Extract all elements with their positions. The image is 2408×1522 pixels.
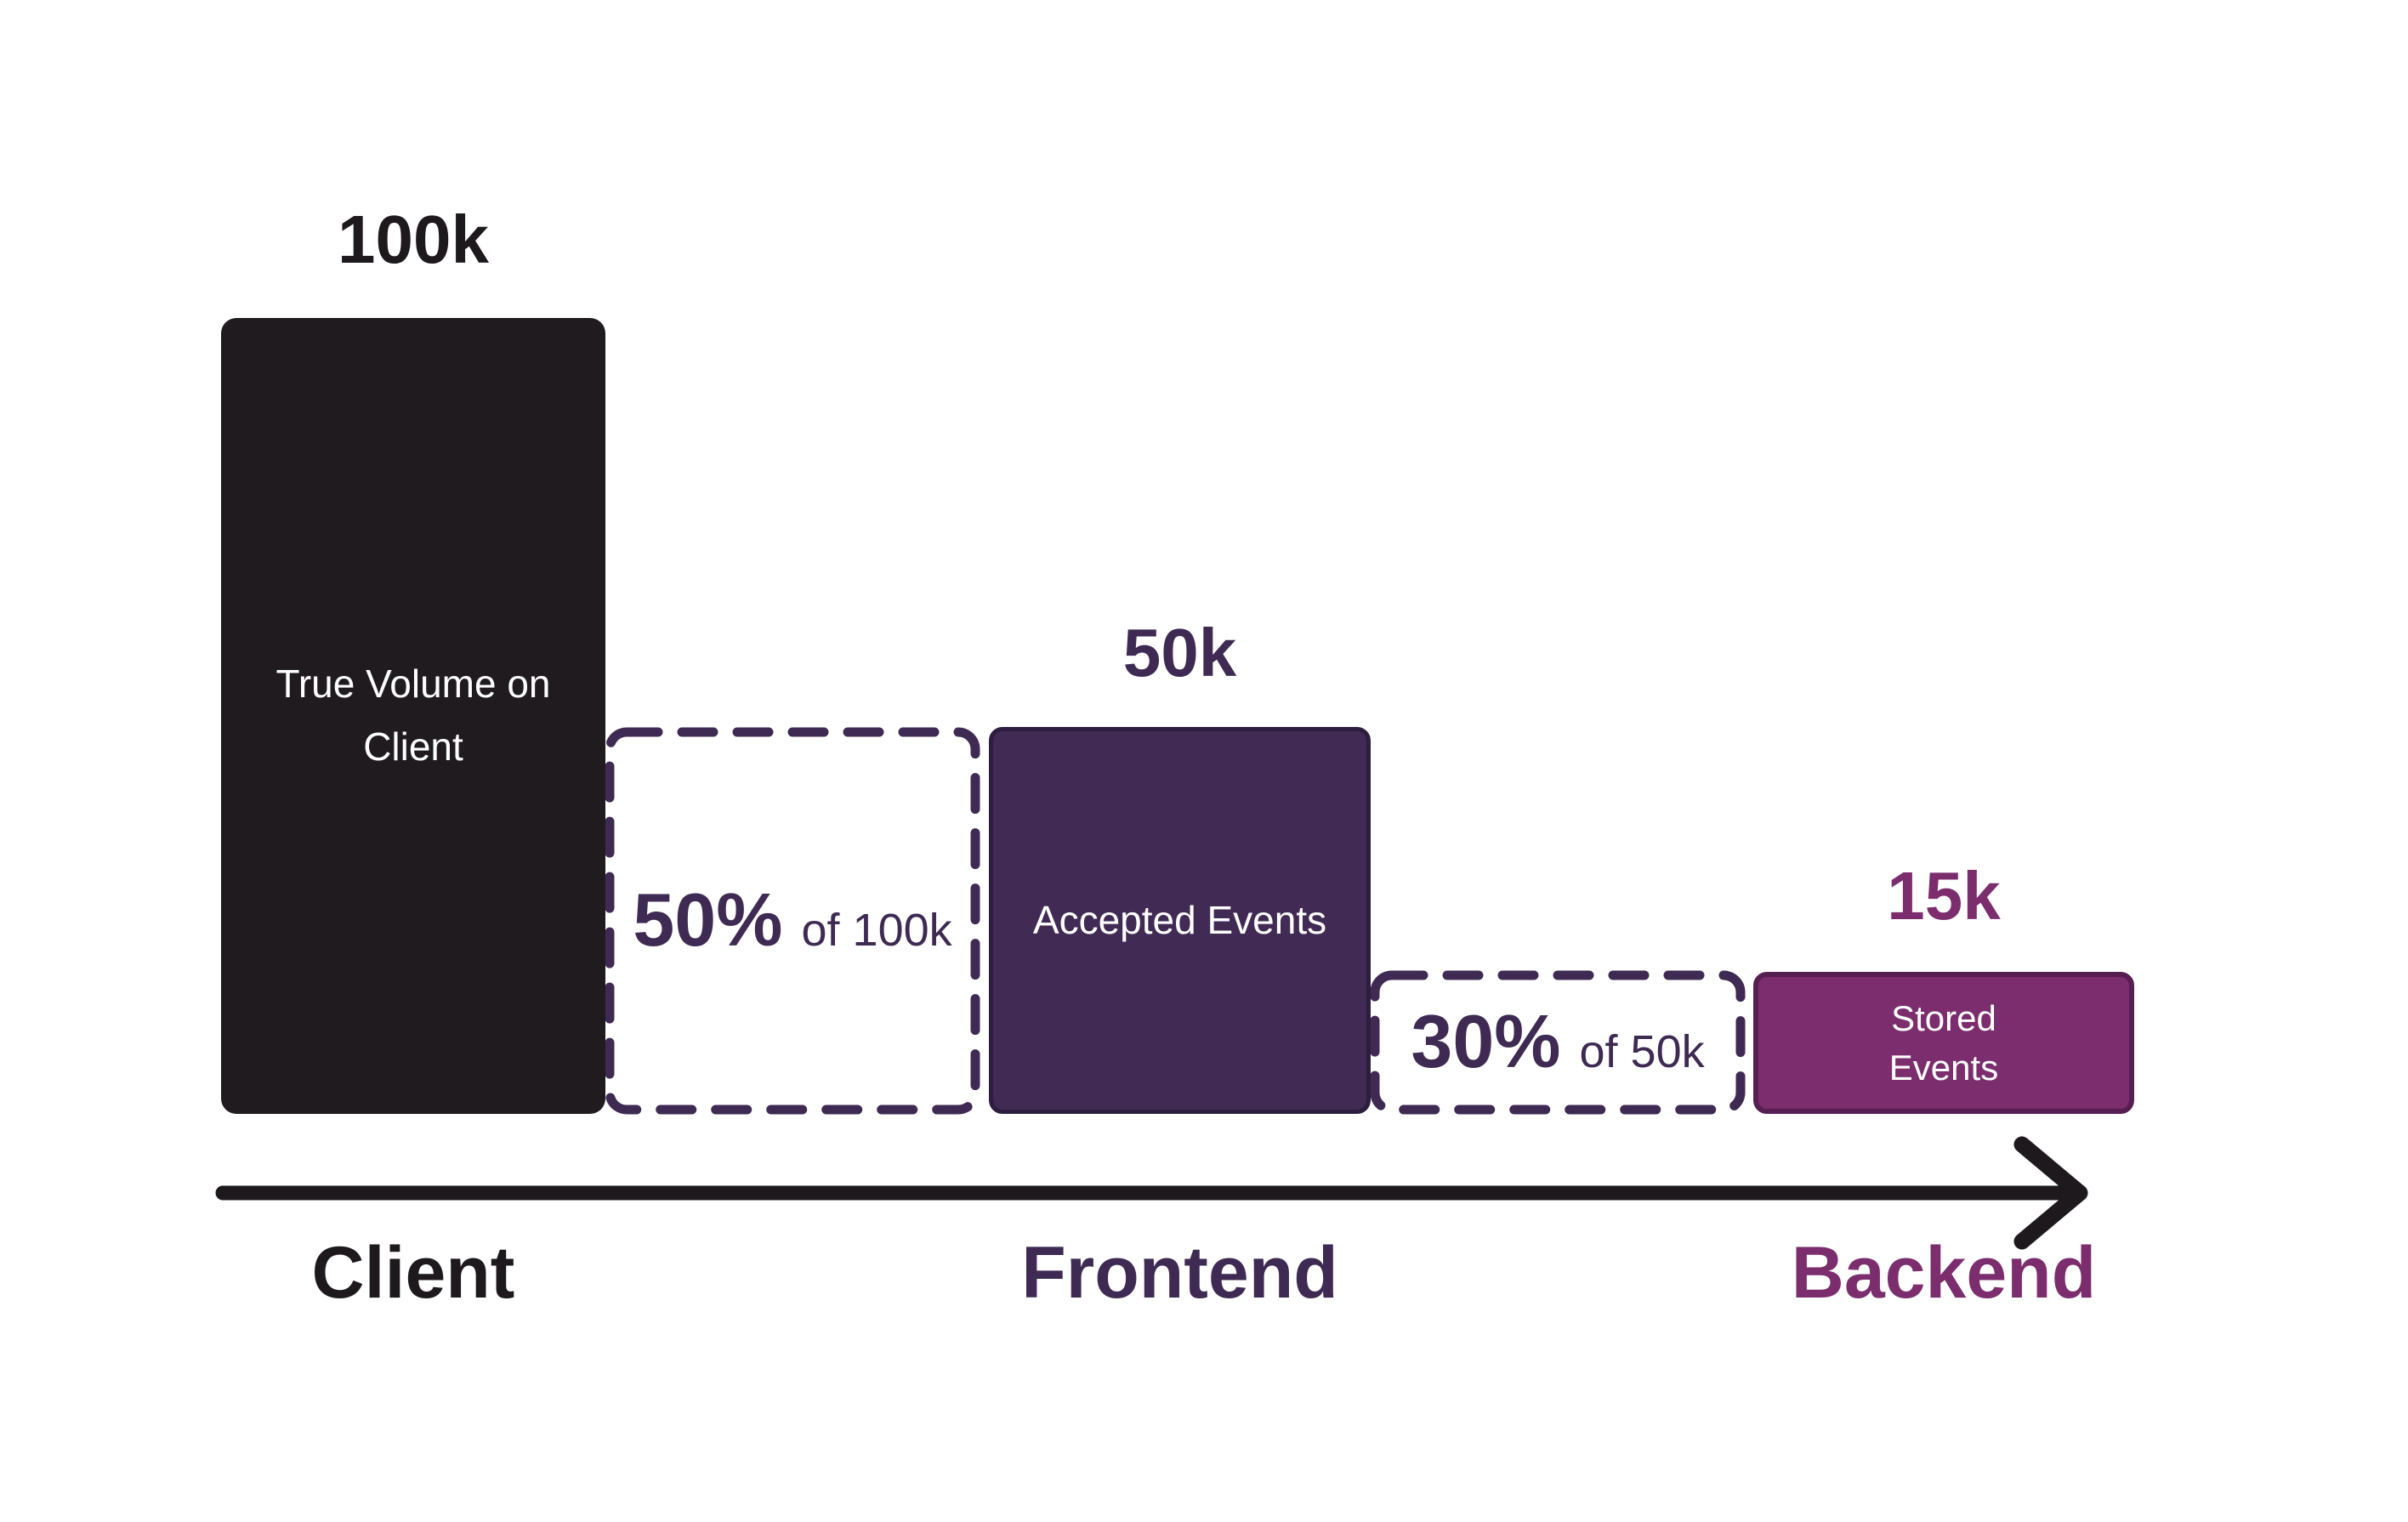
bar-true-volume-label-line2: Client [363,724,463,769]
bar-stored-events-label-line1: Stored [1891,997,1996,1038]
arrow-right-icon [2013,1136,2088,1250]
drop-30-dashed-box [1370,970,1746,1115]
drop-50-dashed-box [605,727,980,1115]
bar-stored-events-label-line2: Events [1888,1047,1999,1088]
value-label-backend: 15k [1887,858,2001,934]
bar-stored-events-label: Stored Events [1889,994,1998,1093]
value-label-frontend: 50k [1122,615,1237,690]
value-label-client: 100k [338,202,489,277]
axis-label-frontend: Frontend [1021,1232,1338,1314]
drop-30-percent-value: 30% [1411,999,1561,1083]
bar-true-volume-label: True Volume on Client [275,653,550,778]
bar-accepted-events-label-line1: Accepted Events [1032,897,1327,942]
bar-accepted-events-label: Accepted Events [1033,889,1326,952]
bar-stored-events: Stored Events [1753,972,2134,1114]
drop-annotation-30-percent: 30% of 50k [1371,974,1745,1110]
drop-annotation-50-percent: 50% of 100k [605,730,980,1110]
bar-true-volume-label-line1: True Volume on [275,662,551,707]
drop-50-percent-value: 50% [633,877,783,962]
drop-50-percent-of-label: of 100k [801,904,952,956]
bar-accepted-events: Accepted Events [989,727,1371,1114]
axis-label-backend: Backend [1791,1232,2097,1314]
axis-label-client: Client [311,1232,515,1314]
drop-30-percent-of-label: of 50k [1579,1026,1705,1077]
bar-true-volume-on-client: True Volume on Client [221,318,605,1114]
